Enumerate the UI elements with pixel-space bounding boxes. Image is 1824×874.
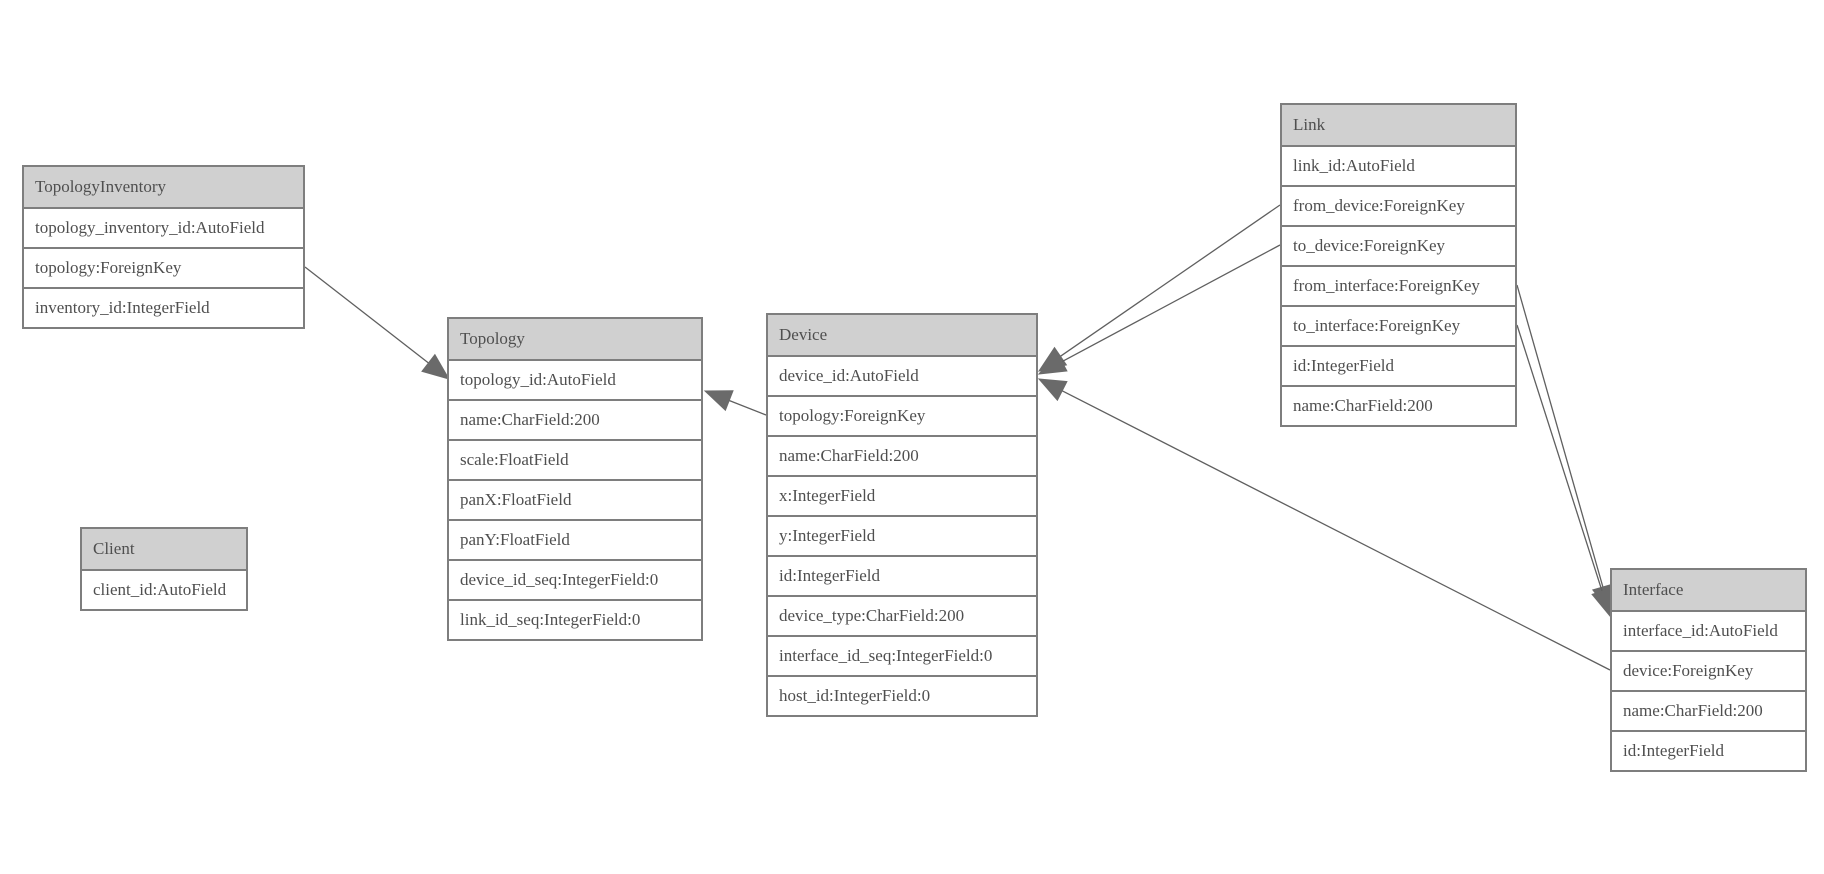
entity-topology-field-name: name:CharField:200 (449, 399, 701, 439)
entity-device-field-name: name:CharField:200 (768, 435, 1036, 475)
entity-link-field-name: name:CharField:200 (1282, 385, 1515, 425)
relation-line (728, 399, 767, 416)
relation-device.topology-to-topology.topology_id (703, 390, 767, 416)
entity-link-field-link_id: link_id:AutoField (1282, 145, 1515, 185)
entity-link-field-to_interface: to_interface:ForeignKey (1282, 305, 1515, 345)
relation-line (1061, 244, 1281, 363)
entity-topology-field-link_id_seq: link_id_seq:IntegerField:0 (449, 599, 701, 639)
relation-line (1516, 284, 1604, 588)
relation-line (1516, 324, 1603, 592)
relation-topologyinventory.topology-to-topology.topology_id (304, 266, 451, 380)
entity-interface-field-interface_id: interface_id:AutoField (1612, 610, 1805, 650)
relation-link.to_interface-to-interface.interface_id (1516, 324, 1613, 618)
arrowhead-icon (703, 390, 734, 412)
entity-device-title: Device (768, 315, 1036, 355)
entity-topology-field-device_id_seq: device_id_seq:IntegerField:0 (449, 559, 701, 599)
entity-topologyinventory-field-topology: topology:ForeignKey (24, 247, 303, 287)
relation-line (1061, 390, 1611, 671)
entity-device-field-host_id: host_id:IntegerField:0 (768, 675, 1036, 715)
entity-interface-field-name: name:CharField:200 (1612, 690, 1805, 730)
entity-client-title: Client (82, 529, 246, 569)
entity-device-field-topology: topology:ForeignKey (768, 395, 1036, 435)
entity-client-field-client_id: client_id:AutoField (82, 569, 246, 609)
relation-link.to_device-to-device.device_id (1037, 244, 1281, 375)
entity-interface-title: Interface (1612, 570, 1805, 610)
arrowhead-icon (1037, 378, 1068, 402)
relation-link.from_interface-to-interface.interface_id (1516, 284, 1614, 614)
entity-link-field-id: id:IntegerField (1282, 345, 1515, 385)
entity-link-title: Link (1282, 105, 1515, 145)
entity-topologyinventory-field-inventory_id: inventory_id:IntegerField (24, 287, 303, 327)
entity-device-field-y: y:IntegerField (768, 515, 1036, 555)
entity-device-field-device_id: device_id:AutoField (768, 355, 1036, 395)
arrowhead-icon (421, 353, 451, 380)
entity-topology-field-panY: panY:FloatField (449, 519, 701, 559)
entity-topology-field-panX: panX:FloatField (449, 479, 701, 519)
relation-link.from_device-to-device.device_id (1037, 204, 1281, 372)
relation-line (304, 266, 429, 364)
entity-topology-field-scale: scale:FloatField (449, 439, 701, 479)
arrowhead-icon (1037, 351, 1068, 375)
entity-link-field-from_device: from_device:ForeignKey (1282, 185, 1515, 225)
entity-interface-field-id: id:IntegerField (1612, 730, 1805, 770)
entity-link-field-from_interface: from_interface:ForeignKey (1282, 265, 1515, 305)
entity-interface-field-device: device:ForeignKey (1612, 650, 1805, 690)
entity-device-field-interface_id_seq: interface_id_seq:IntegerField:0 (768, 635, 1036, 675)
entity-device-field-id: id:IntegerField (768, 555, 1036, 595)
entity-device-field-x: x:IntegerField (768, 475, 1036, 515)
relation-interface.device-to-device.device_id (1037, 378, 1611, 671)
entity-topologyinventory-field-topology_inventory_id: topology_inventory_id:AutoField (24, 207, 303, 247)
entity-topologyinventory-title: TopologyInventory (24, 167, 303, 207)
entity-link-field-to_device: to_device:ForeignKey (1282, 225, 1515, 265)
relation-line (1060, 204, 1281, 357)
entity-device-field-device_type: device_type:CharField:200 (768, 595, 1036, 635)
entity-topology-title: Topology (449, 319, 701, 359)
entity-topology-field-topology_id: topology_id:AutoField (449, 359, 701, 399)
